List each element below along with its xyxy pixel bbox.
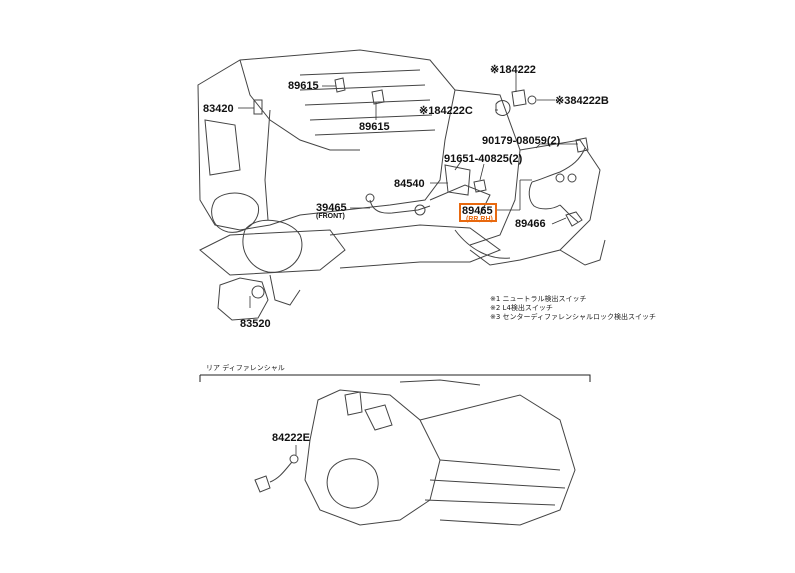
sensor-parts <box>253 77 589 227</box>
note-1: ※1 ニュートラル検出スイッチ <box>490 295 587 303</box>
section-title: リア ディファレンシャル <box>206 364 285 372</box>
highlight-89465 <box>459 203 497 222</box>
label-39465[interactable]: 39465 <box>316 202 347 214</box>
label-89466[interactable]: 89466 <box>515 218 546 230</box>
label-83420[interactable]: 83420 <box>203 103 234 115</box>
leader-lines <box>238 70 578 308</box>
label-39465-front: (FRONT) <box>316 213 345 220</box>
label-83520[interactable]: 83520 <box>240 318 271 330</box>
label-91651[interactable]: 91651-40825(2) <box>444 153 523 165</box>
label-84222C[interactable]: ※184222C <box>419 105 473 117</box>
label-90179[interactable]: 90179-08059(2) <box>482 135 561 147</box>
mount-drawing <box>217 277 269 321</box>
transmission-drawing <box>429 89 606 266</box>
label-84222[interactable]: ※184222 <box>490 64 536 76</box>
label-89615-b[interactable]: 89615 <box>359 121 390 133</box>
note-2: ※2 L4検出スイッチ <box>490 304 553 312</box>
label-89465[interactable]: 89465 <box>462 205 493 217</box>
label-89615-a[interactable]: 89615 <box>288 80 319 92</box>
engine-drawing <box>197 49 502 306</box>
label-89465-sub: (RR,RH) <box>466 216 493 223</box>
rear-diff-section <box>199 374 591 526</box>
note-3: ※3 センターディファレンシャルロック検出スイッチ <box>490 313 657 321</box>
label-84540[interactable]: 84540 <box>394 178 425 190</box>
label-84222B[interactable]: ※384222B <box>555 95 609 107</box>
label-84222E[interactable]: 84222E <box>272 432 310 444</box>
